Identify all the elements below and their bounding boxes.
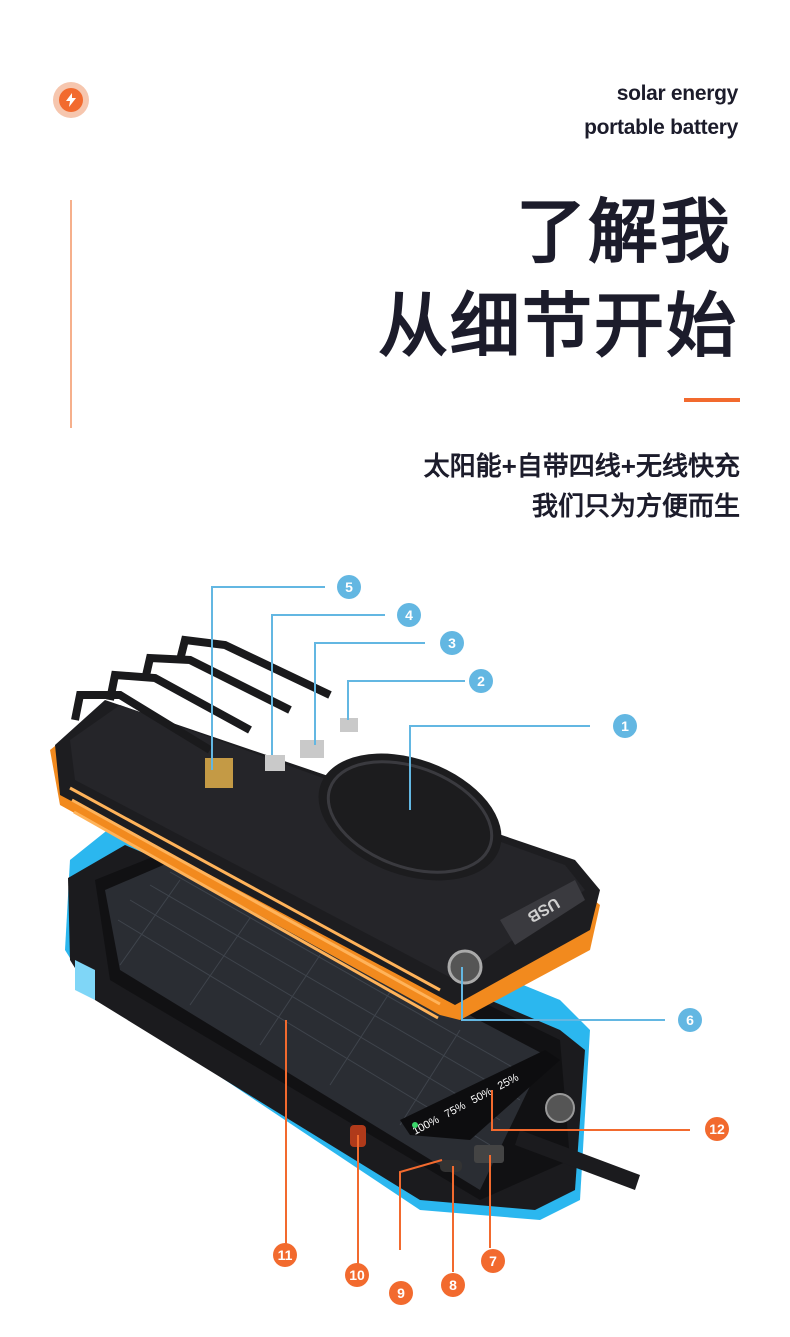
led-indicator	[412, 1122, 418, 1128]
callout-badge-1: 1	[613, 714, 637, 738]
callout-lines-orange	[285, 1020, 690, 1272]
tagline-line-1: solar energy	[616, 82, 739, 105]
callout-badge-11: 11	[273, 1243, 297, 1267]
usb-c-connector	[300, 740, 324, 758]
subtitle-line-1: 太阳能+自带四线+无线快充	[423, 451, 740, 481]
tagline-line-2: portable battery	[584, 116, 738, 139]
callout-badge-10: 10	[345, 1263, 369, 1287]
callout-badge-9: 9	[389, 1281, 413, 1305]
usb-port	[474, 1145, 504, 1163]
lightning-connector	[265, 755, 285, 771]
lightning-bolt-icon	[59, 88, 83, 112]
power-bank-illustration: 100%75%50%25%	[50, 586, 690, 1272]
decorative-vertical-line	[70, 200, 72, 428]
subtitle-line-2: 我们只为方便而生	[531, 491, 740, 521]
page-title-line-2: 从细节开始	[378, 287, 738, 365]
callout-badge-6: 6	[678, 1008, 702, 1032]
callout-badge-4: 4	[397, 603, 421, 627]
accent-underline	[684, 398, 740, 402]
brand-logo	[53, 82, 89, 118]
solar-power-bank: 100%75%50%25%	[65, 820, 640, 1220]
flashlight-top	[447, 949, 483, 985]
flashlight	[545, 1093, 575, 1123]
callout-badge-2: 2	[469, 669, 493, 693]
callout-badge-3: 3	[440, 631, 464, 655]
micro-usb-connector	[340, 718, 358, 732]
callout-badge-8: 8	[441, 1273, 465, 1297]
callout-lines-blue	[211, 586, 665, 1021]
callout-badge-5: 5	[337, 575, 361, 599]
callout-badge-12: 12	[705, 1117, 729, 1141]
wireless-power-bank: USB	[50, 635, 600, 1020]
type-c-port	[440, 1160, 462, 1172]
callout-badge-7: 7	[481, 1249, 505, 1273]
page-title-line-1: 了解我	[516, 193, 732, 271]
usb-a-connector	[205, 758, 233, 788]
